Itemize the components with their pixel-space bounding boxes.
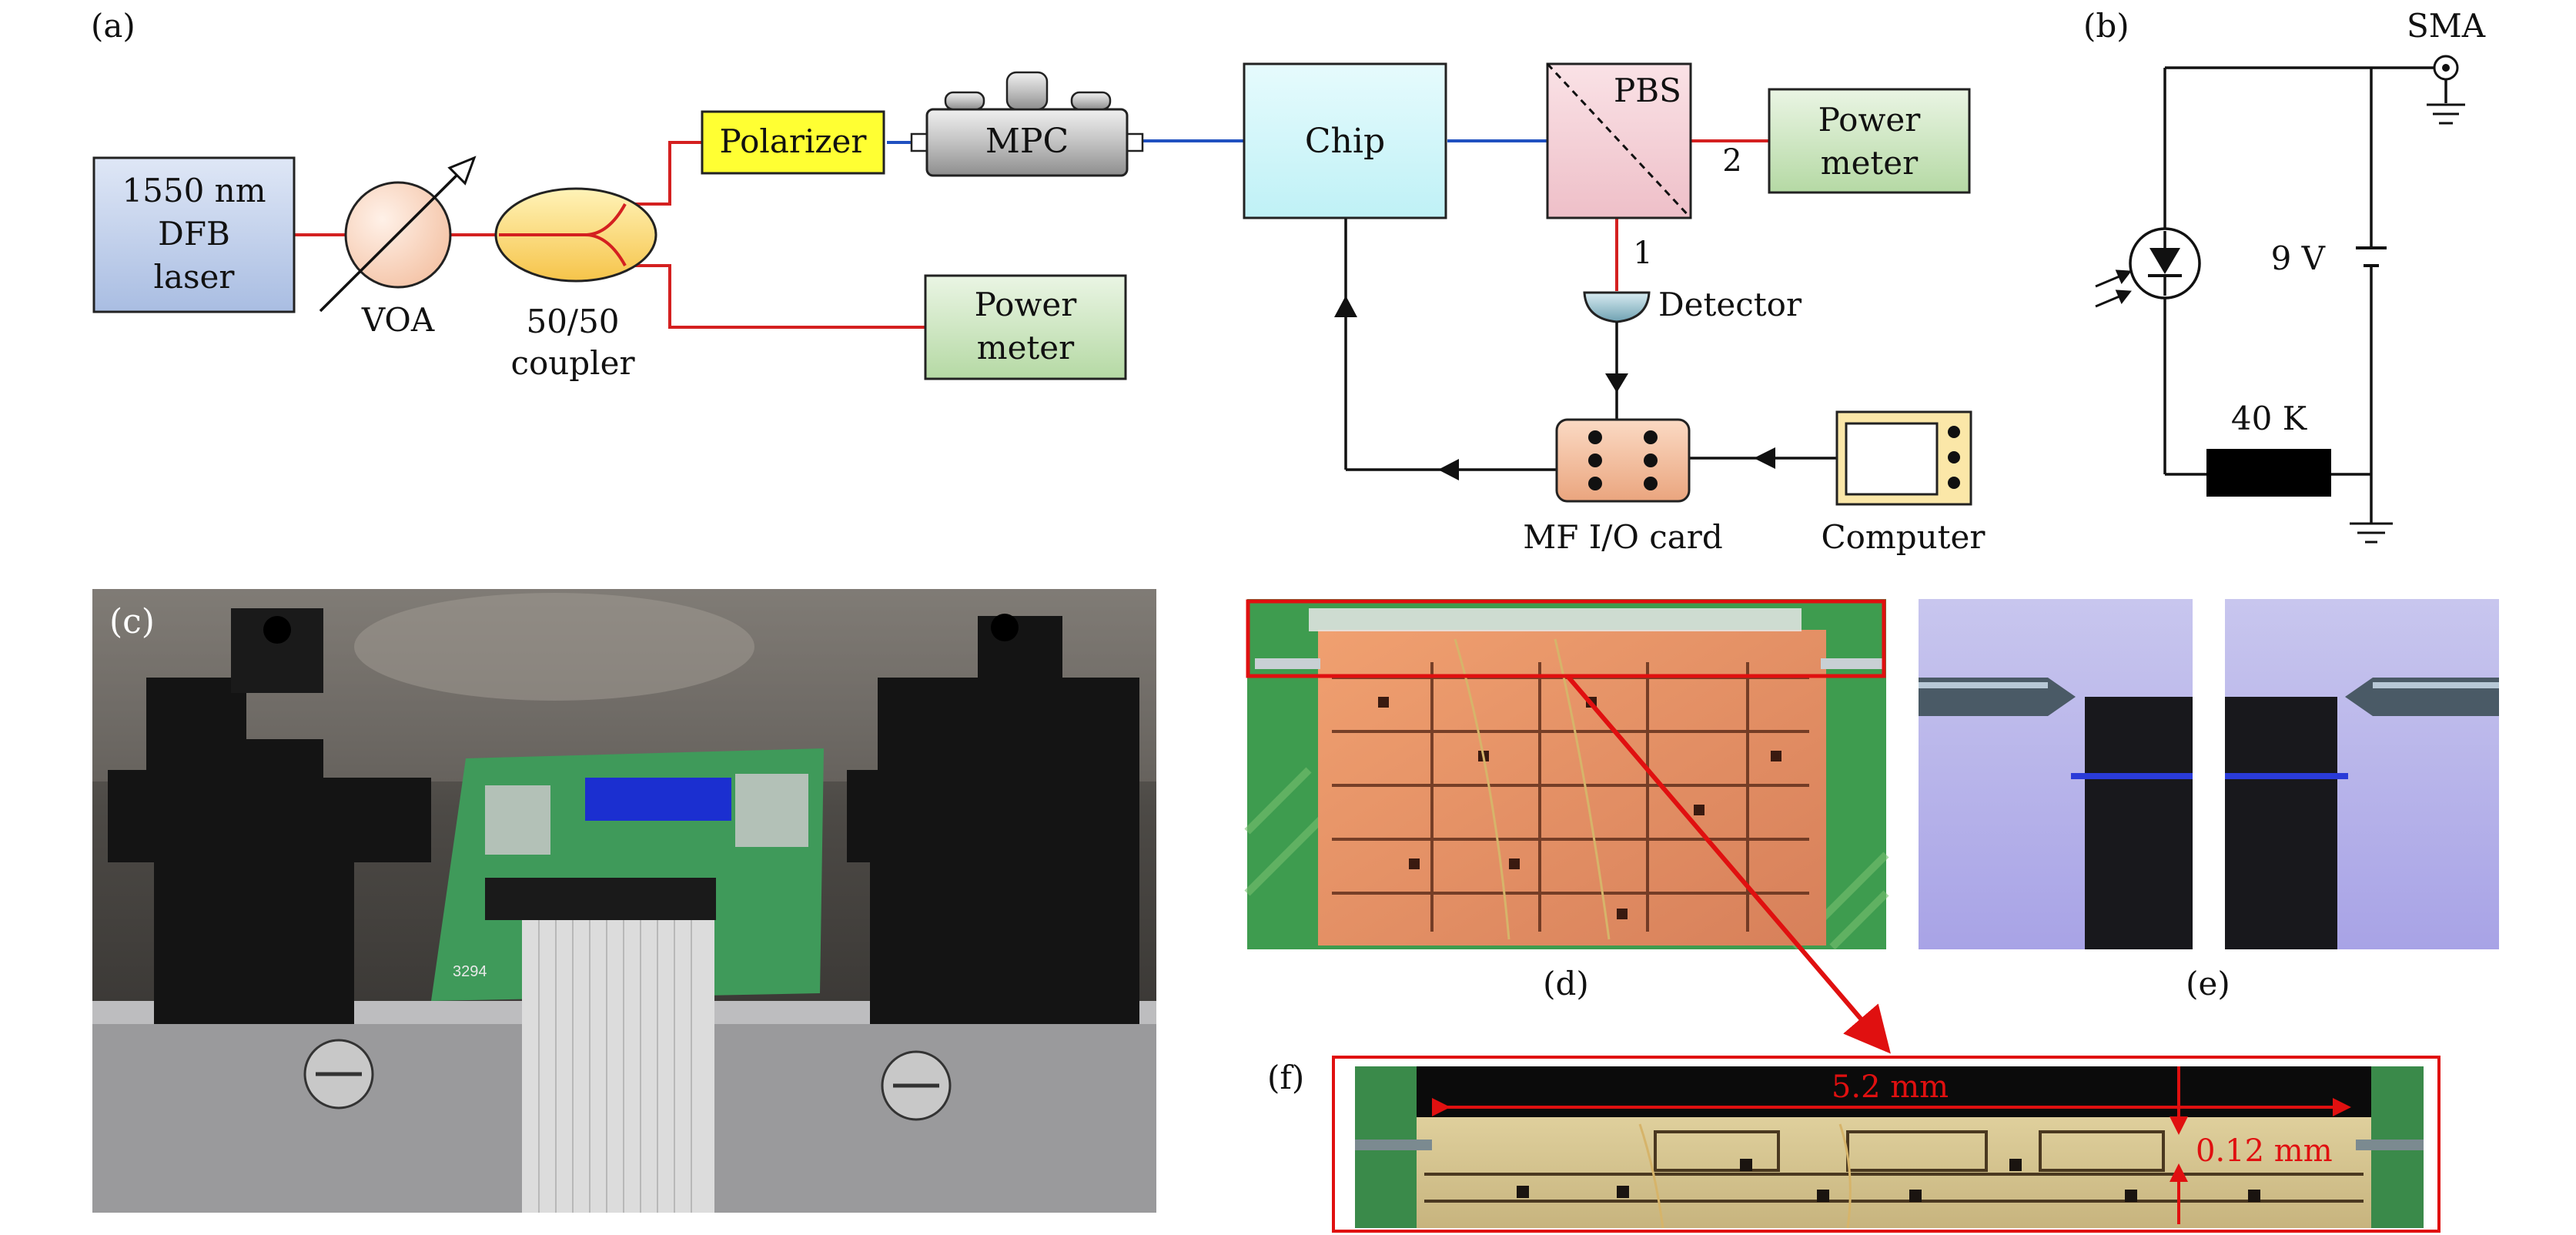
resistor-icon: 40 K <box>2206 400 2331 497</box>
computer: Computer <box>1822 410 1986 556</box>
panel-c-photo: 3294 (c) <box>92 589 1156 1213</box>
board-code: 3294 <box>453 963 487 980</box>
width-annotation: 0.12 mm <box>2196 1133 2333 1169</box>
detector: Detector <box>1583 286 1802 323</box>
laser-line-2: DFB <box>158 215 230 253</box>
polarizer-label: Polarizer <box>720 122 868 160</box>
pbs-port-2: 2 <box>1722 143 1741 179</box>
chip-box: Chip <box>1243 62 1447 219</box>
polarizer: Polarizer <box>701 110 885 175</box>
mpc-label: MPC <box>985 122 1069 161</box>
panel-e: (e) <box>1919 599 2499 1002</box>
panel-label-e: (e) <box>2186 965 2230 1002</box>
power-meter-top: Power meter <box>1768 88 1971 194</box>
voltage-label: 9 V <box>2271 239 2326 277</box>
power-meter-bottom-line-1: Power <box>975 286 1078 323</box>
panel-label-b: (b) <box>2083 7 2129 45</box>
panel-d: (d) <box>1244 599 1889 1002</box>
pbs-label: PBS <box>1614 72 1681 109</box>
coupler: 50/50 coupler <box>494 187 657 382</box>
detector-label: Detector <box>1658 286 1802 323</box>
control-lines <box>1344 219 1837 471</box>
photodiode-icon <box>2095 227 2201 308</box>
mpc: MPC <box>910 71 1144 177</box>
panel-label-c: (c) <box>109 602 155 641</box>
pbs-port-1: 1 <box>1633 236 1652 271</box>
laser-line-3: laser <box>154 258 236 296</box>
laser-line-1: 1550 nm <box>122 172 266 209</box>
panel-label-d: (d) <box>1543 965 1589 1002</box>
circuit-wires <box>2163 66 2447 524</box>
panel-a: (a) 1550 nm DFB laser <box>91 7 1986 556</box>
voa-label: VOA <box>361 301 435 339</box>
panel-b: (b) SMA 9 V <box>2083 7 2486 544</box>
coupler-line-2: coupler <box>510 344 635 382</box>
sma-label: SMA <box>2407 7 2486 45</box>
chip-label: Chip <box>1305 122 1385 161</box>
laser-box: 1550 nm DFB laser <box>92 156 296 313</box>
length-annotation: 5.2 mm <box>1832 1069 1949 1105</box>
pbs: PBS 2 1 <box>1546 62 1742 271</box>
io-card: MF I/O card <box>1523 418 1723 556</box>
ground-icon <box>2350 522 2393 544</box>
resistor-label: 40 K <box>2231 400 2308 437</box>
panel-label-a: (a) <box>91 7 135 45</box>
power-meter-bottom-line-2: meter <box>977 329 1075 366</box>
power-meter-top-line-1: Power <box>1818 101 1922 139</box>
power-meter-bottom: Power meter <box>924 274 1127 380</box>
power-meter-top-line-2: meter <box>1821 144 1919 182</box>
voa: VOA <box>319 156 477 339</box>
io-card-label: MF I/O card <box>1523 518 1723 556</box>
battery-icon <box>2356 246 2387 267</box>
panel-f: (f) 5.2 mm 0.12 mm <box>1267 674 2441 1233</box>
computer-label: Computer <box>1822 518 1986 556</box>
panel-label-f: (f) <box>1267 1059 1304 1096</box>
sma-connector-icon <box>2427 55 2465 125</box>
coupler-line-1: 50/50 <box>526 303 619 340</box>
control-arrowheads <box>1334 296 1775 480</box>
